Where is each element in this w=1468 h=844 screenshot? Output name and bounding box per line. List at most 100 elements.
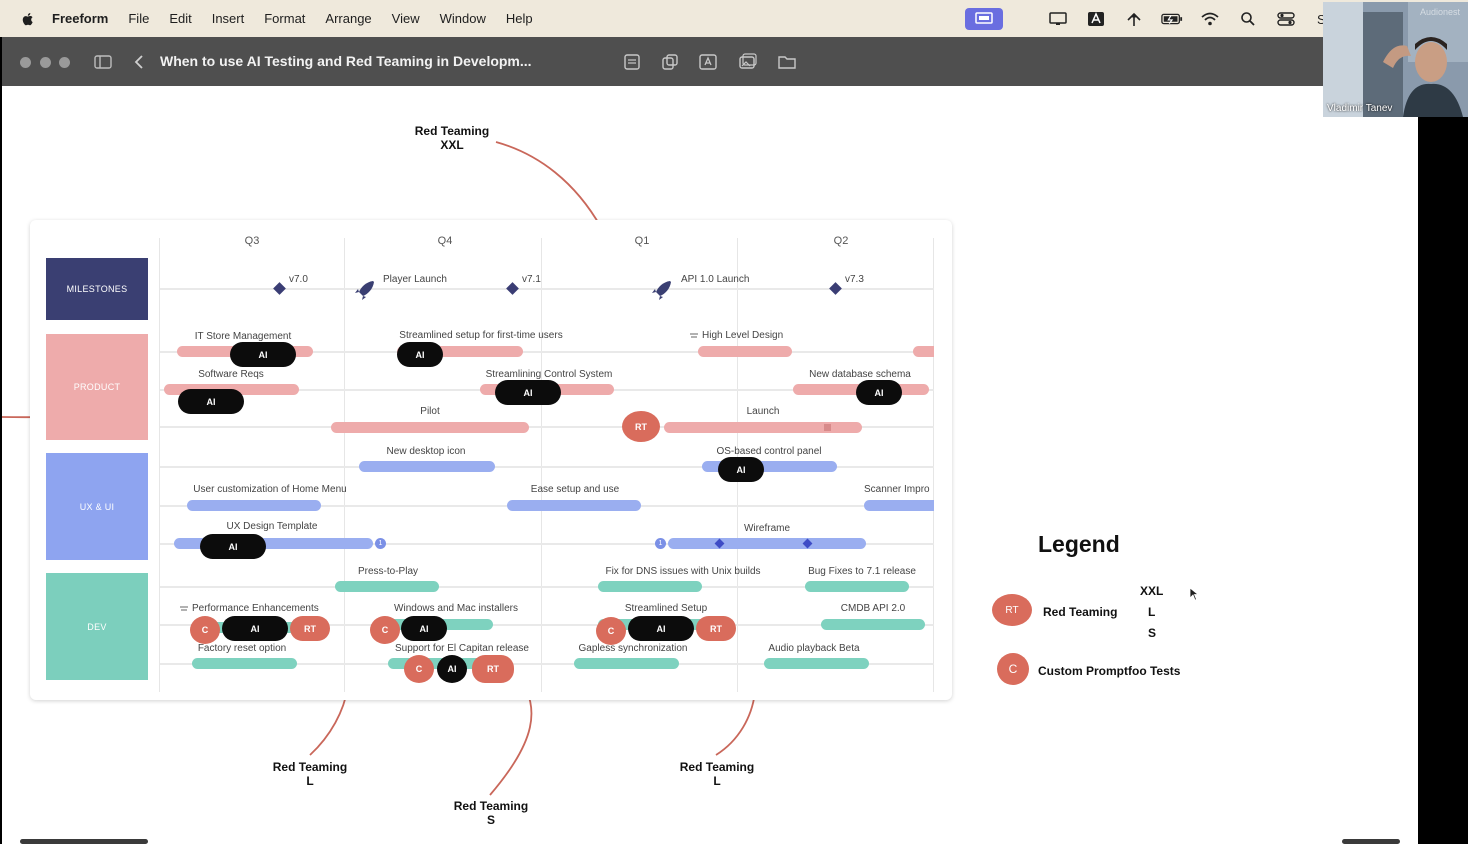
task-label: Software Reqs: [198, 369, 264, 380]
legend-size-s: S: [1148, 626, 1157, 640]
task-bar-audio-beta[interactable]: [764, 658, 869, 669]
task-bar-scanner[interactable]: [864, 500, 934, 511]
red-teaming-chip[interactable]: RT: [290, 616, 330, 641]
milestone-api-launch: API 1.0 Launch: [681, 274, 750, 285]
ai-chip[interactable]: AI: [718, 457, 764, 482]
menu-view[interactable]: View: [391, 11, 420, 26]
custom-test-chip[interactable]: C: [596, 617, 626, 645]
media-icon[interactable]: [738, 52, 758, 72]
task-bar-overflow[interactable]: [913, 346, 934, 357]
task-bar-dns-fix[interactable]: [598, 581, 702, 592]
task-bar-streamlined-setup[interactable]: [397, 346, 523, 357]
row-gridline: [160, 543, 934, 545]
minimize-window-button[interactable]: [40, 57, 51, 68]
folder-icon[interactable]: [777, 52, 797, 72]
task-label: Windows and Mac installers: [394, 603, 518, 614]
task-bar-ease-setup[interactable]: [507, 500, 641, 511]
row-gridline: [160, 663, 934, 665]
task-bar-press-to-play[interactable]: [335, 581, 439, 592]
menu-file[interactable]: File: [128, 11, 150, 26]
red-teaming-xxl-chip[interactable]: RT: [622, 411, 660, 442]
shapes-icon[interactable]: [660, 52, 680, 72]
back-chevron-icon[interactable]: [130, 52, 150, 72]
dependency-badge[interactable]: 1: [375, 538, 386, 549]
freeform-window: When to use AI Testing and Red Teaming i…: [2, 37, 1418, 844]
task-marker: [824, 424, 831, 431]
milestone-v73: v7.3: [845, 274, 864, 285]
custom-test-chip[interactable]: C: [370, 616, 400, 644]
ai-chip[interactable]: AI: [222, 616, 288, 641]
task-bar-wireframe[interactable]: [668, 538, 866, 549]
document-title[interactable]: When to use AI Testing and Red Teaming i…: [160, 53, 532, 69]
task-bar-bug-fixes[interactable]: [805, 581, 909, 592]
spotlight-search-icon[interactable]: [1237, 10, 1259, 28]
control-center-icon[interactable]: [1275, 10, 1297, 28]
task-bar-ux-template[interactable]: [174, 538, 373, 549]
row-gridline: [160, 426, 934, 428]
rocket-icon[interactable]: [650, 278, 674, 302]
custom-test-chip[interactable]: C: [404, 655, 434, 683]
zoom-window-button[interactable]: [59, 57, 70, 68]
task-label: UX Design Template: [226, 521, 318, 532]
rocket-icon[interactable]: [353, 278, 377, 302]
dependency-badge[interactable]: 1: [655, 538, 666, 549]
task-label: User customization of Home Menu: [193, 484, 347, 495]
airdrop-icon[interactable]: [1123, 10, 1145, 28]
ai-chip[interactable]: AI: [178, 389, 244, 414]
ai-chip[interactable]: AI: [200, 534, 266, 559]
quarter-q4: Q4: [437, 235, 453, 247]
task-label: Scanner Impro: [864, 484, 930, 495]
task-bar-os-control-panel[interactable]: [702, 461, 837, 472]
legend-size-l: L: [1148, 605, 1156, 619]
bottom-edge-bar: [20, 839, 148, 844]
menu-arrange[interactable]: Arrange: [325, 11, 372, 26]
apple-menu-icon[interactable]: [20, 11, 36, 27]
task-bar-new-desktop-icon[interactable]: [359, 461, 495, 472]
task-bar-user-customization[interactable]: [187, 500, 321, 511]
screen-share-icon[interactable]: [965, 8, 1003, 30]
lane-product: PRODUCT: [46, 334, 148, 440]
battery-icon[interactable]: [1161, 10, 1183, 28]
menu-help[interactable]: Help: [505, 11, 533, 26]
task-bar-high-level-design[interactable]: [698, 346, 792, 357]
ai-chip[interactable]: AI: [856, 380, 902, 405]
quarter-divider: [159, 238, 160, 692]
menu-format[interactable]: Format: [264, 11, 306, 26]
task-label: Fix for DNS issues with Unix builds: [605, 566, 761, 577]
ai-chip[interactable]: AI: [628, 616, 694, 641]
display-icon[interactable]: [1047, 10, 1069, 28]
task-bar-launch[interactable]: [664, 422, 862, 433]
mouse-cursor-icon: [1189, 587, 1199, 601]
ai-chip[interactable]: AI: [437, 655, 467, 683]
quarter-q3: Q3: [244, 235, 260, 247]
custom-test-chip[interactable]: C: [190, 616, 220, 644]
task-bar-factory-reset[interactable]: [192, 658, 297, 669]
keyboard-input-icon[interactable]: [1085, 10, 1107, 28]
red-teaming-chip[interactable]: RT: [696, 616, 736, 641]
red-teaming-chip[interactable]: RT: [472, 655, 514, 683]
ai-chip[interactable]: AI: [230, 342, 296, 367]
text-box-icon[interactable]: [698, 52, 718, 72]
ai-chip[interactable]: AI: [495, 380, 561, 405]
task-label: Audio playback Beta: [768, 643, 860, 654]
menu-window[interactable]: Window: [439, 11, 486, 26]
menu-insert[interactable]: Insert: [211, 11, 245, 26]
task-bar-cmdb[interactable]: [821, 619, 925, 630]
legend-rt-label: Red Teaming: [1043, 605, 1118, 619]
ai-chip[interactable]: AI: [401, 616, 447, 641]
task-bar-gapless[interactable]: [574, 658, 679, 669]
close-window-button[interactable]: [20, 57, 31, 68]
sticky-note-icon[interactable]: [622, 52, 642, 72]
wifi-icon[interactable]: [1199, 10, 1221, 28]
row-gridline: [160, 624, 934, 626]
task-label: Gapless synchronization: [578, 643, 688, 654]
bottom-edge-bar: [1342, 839, 1400, 844]
ai-chip[interactable]: AI: [397, 342, 443, 367]
app-menu-freeform[interactable]: Freeform: [52, 11, 109, 26]
sidebar-toggle-icon[interactable]: [93, 52, 113, 72]
task-bar-pilot[interactable]: [331, 422, 529, 433]
menu-edit[interactable]: Edit: [169, 11, 192, 26]
